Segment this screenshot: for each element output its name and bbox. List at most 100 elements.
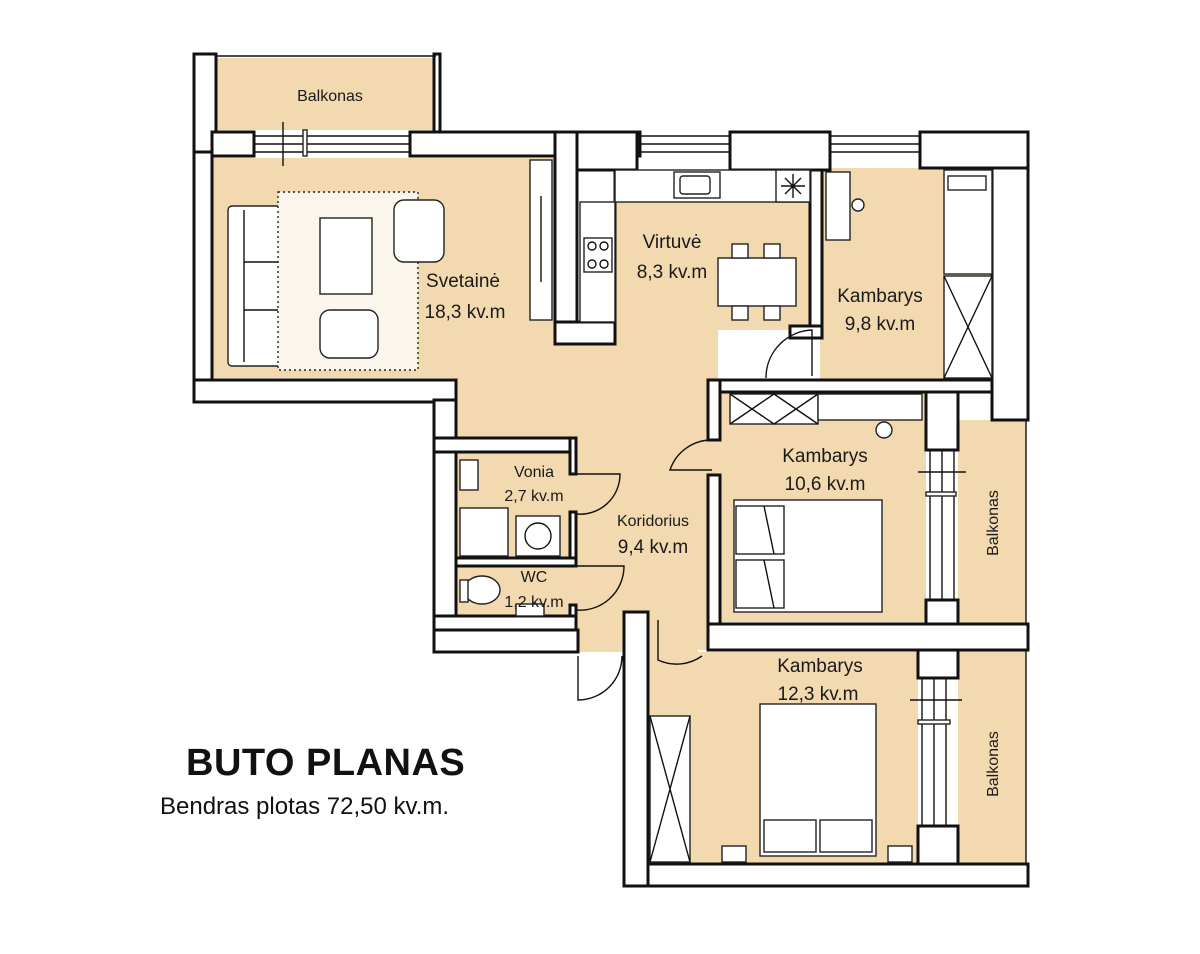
burner-3 — [587, 259, 597, 269]
door-entrance-swing — [577, 655, 623, 701]
wall-bed3-left — [622, 610, 650, 888]
wall-bed3-right-upper — [916, 648, 960, 680]
wardrobe-1-mark — [943, 275, 993, 379]
label-balcony-right-1: Balkonas — [985, 490, 1002, 556]
armchair-top — [393, 199, 445, 263]
nightstand-2 — [887, 845, 913, 863]
bed-single-pillow — [947, 175, 987, 191]
wall-bed2-right-upper — [924, 390, 960, 452]
wall-bed1-right — [990, 166, 1030, 422]
label-bath-name: Vonia — [514, 464, 554, 481]
wc-sink — [515, 603, 545, 617]
label-bed3-area: 12,3 kv.m — [778, 684, 859, 705]
wall-living-left — [192, 150, 214, 404]
washing-drum — [524, 522, 552, 550]
burner-2 — [599, 241, 609, 251]
chair-3 — [731, 305, 749, 321]
window-bed3-jamb — [917, 719, 951, 725]
wall-kitchen-bottom-left — [553, 320, 617, 346]
wall-living-top-right — [553, 130, 579, 324]
label-kitchen-name: Virtuvė — [643, 232, 702, 253]
plan-title: BUTO PLANAS — [186, 742, 466, 784]
wardrobe-2 — [729, 393, 819, 425]
label-bed2-name: Kambarys — [782, 446, 868, 467]
labels: Balkonas Svetainė 18,3 kv.m Virtuvė 8,3 … — [297, 88, 1002, 797]
chair-4 — [763, 305, 781, 321]
chair-1 — [731, 243, 749, 259]
bedroom-1-furniture — [825, 169, 993, 379]
wall-kitchen-top-left — [575, 130, 639, 172]
door-bath-swing — [575, 473, 621, 515]
wall-bath-right-upper — [568, 436, 578, 476]
bedroom-3-furniture — [649, 703, 913, 863]
balcony-right-1-floor — [958, 420, 1026, 624]
bedroom-2-furniture — [729, 393, 923, 613]
door-bedroom1-swing — [765, 329, 813, 378]
shower — [459, 507, 509, 557]
label-balcony-right-2: Balkonas — [985, 731, 1002, 797]
shelf-2 — [817, 393, 923, 421]
wall-bath-wc-divider — [454, 556, 578, 568]
door-bedroom3-swing — [657, 620, 703, 665]
chair-2 — [763, 243, 781, 259]
label-kitchen-area: 8,3 kv.m — [637, 262, 707, 283]
wall-bed3-bottom — [622, 862, 1030, 888]
walls — [192, 52, 1030, 888]
washing-machine — [515, 515, 561, 557]
label-balcony-top: Balkonas — [297, 88, 363, 105]
wall-kitchen-right — [808, 168, 824, 330]
wall-corridor-right-upper — [706, 378, 722, 442]
wall-corridor-bottom-left — [432, 628, 580, 654]
toilet — [463, 575, 501, 605]
bed-2-pillow-2 — [735, 559, 785, 609]
label-bed1-area: 9,8 kv.m — [845, 314, 915, 335]
label-wc-area: 1,2 kv.m — [504, 594, 563, 611]
label-living-name: Svetainė — [426, 271, 500, 292]
label-bed1-name: Kambarys — [837, 286, 923, 307]
wall-bed2-bottom — [706, 622, 1030, 652]
wardrobe-3-mark — [649, 715, 691, 863]
label-wc-name: WC — [521, 569, 548, 586]
wall-kitchen-bottom-right — [788, 324, 824, 340]
wall-bed3-right-lower — [916, 824, 960, 866]
toilet-tank — [459, 579, 469, 603]
wall-kitchen-top-mid — [728, 130, 832, 172]
bed-3-pillow-1 — [763, 819, 817, 853]
label-bed3-name: Kambarys — [777, 656, 863, 677]
bed-2-pillow-1 — [735, 505, 785, 555]
window-bed2-jamb — [925, 491, 957, 497]
balcony-right-2-floor — [958, 650, 1026, 864]
wall-bed1-bottom — [716, 378, 994, 394]
wall-bath-right-lower — [568, 510, 578, 564]
door-wc-swing — [575, 565, 625, 611]
fridge-mark — [781, 174, 805, 198]
doors — [575, 329, 813, 701]
label-living-area: 18,3 kv.m — [425, 302, 506, 323]
plan-subtitle: Bendras plotas 72,50 kv.m. — [160, 793, 450, 820]
wall-balcony-right — [432, 52, 442, 134]
coffee-table — [319, 217, 373, 295]
desk-chair-2 — [875, 421, 893, 439]
label-bath-area: 2,7 kv.m — [504, 488, 563, 505]
wall-corridor-right-lower — [706, 473, 722, 647]
wall-living-bottom-left — [192, 378, 458, 404]
bed-3-pillow-2 — [819, 819, 873, 853]
burner-1 — [587, 241, 597, 251]
label-bed2-area: 10,6 kv.m — [785, 474, 866, 495]
sink-basin — [679, 175, 711, 195]
wall-bed2-right-lower — [924, 598, 960, 626]
door-bedroom2-swing — [669, 439, 713, 471]
living-furniture — [227, 159, 553, 371]
label-corridor-area: 9,4 kv.m — [618, 537, 688, 558]
kitchen-connector-floor — [600, 320, 718, 390]
nightstand-1 — [721, 845, 747, 863]
kitchen-furniture — [579, 169, 811, 323]
dining-table — [717, 257, 797, 307]
label-corridor-name: Koridorius — [617, 513, 689, 530]
desk-chair-1 — [851, 198, 865, 212]
stove — [583, 237, 613, 273]
bath-fixtures — [459, 459, 561, 617]
balcony-top-floor — [216, 58, 434, 130]
armchair-bottom — [319, 309, 379, 359]
wardrobe-2-mark — [729, 393, 819, 425]
